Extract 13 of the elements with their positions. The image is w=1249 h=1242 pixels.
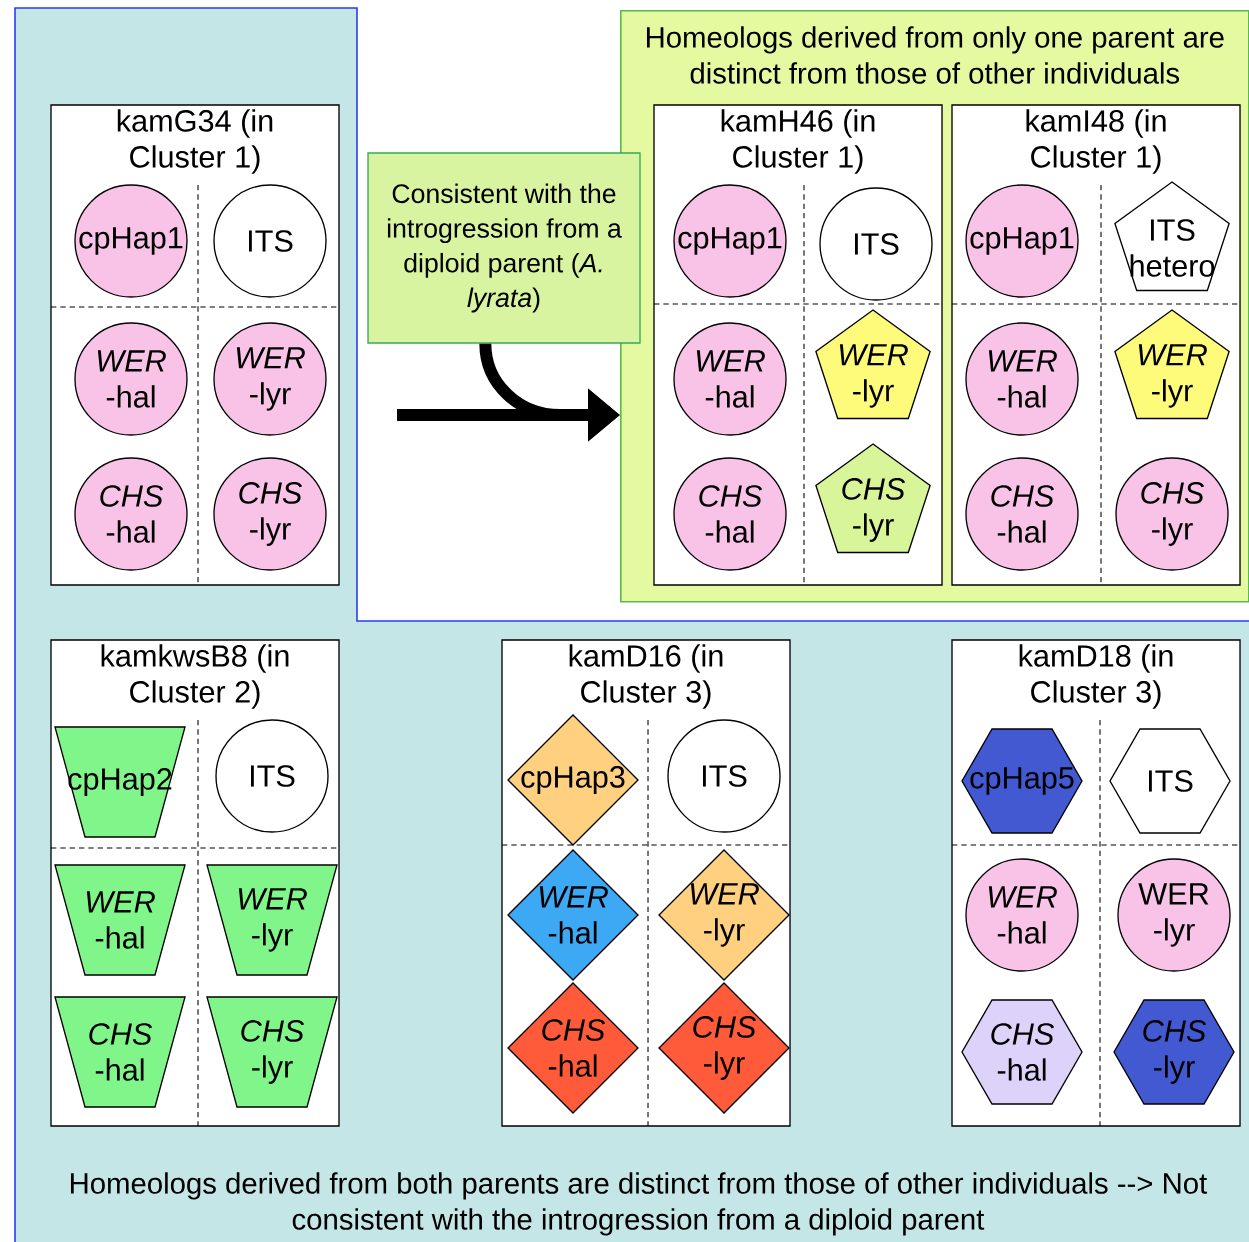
- pentagon: WER -lyr: [1114, 309, 1230, 420]
- pentagon: ITS hetero: [1114, 181, 1230, 292]
- trapezoid: CHS -lyr: [206, 996, 338, 1108]
- pentagon: CHS -lyr: [815, 443, 931, 554]
- note-box: Consistent with the introgression from a diploid parent (A. lyrata): [367, 152, 641, 344]
- trapezoid: WER -hal: [54, 864, 186, 976]
- hexagon: cpHap5: [961, 728, 1083, 834]
- pentagon: WER -lyr: [815, 309, 931, 420]
- trapezoid: WER -lyr: [206, 864, 338, 976]
- hexagon: CHS -hal: [961, 999, 1083, 1105]
- trapezoid: CHS -hal: [54, 996, 186, 1108]
- hexagon: ITS: [1109, 728, 1231, 834]
- hexagon: CHS -lyr: [1113, 999, 1235, 1105]
